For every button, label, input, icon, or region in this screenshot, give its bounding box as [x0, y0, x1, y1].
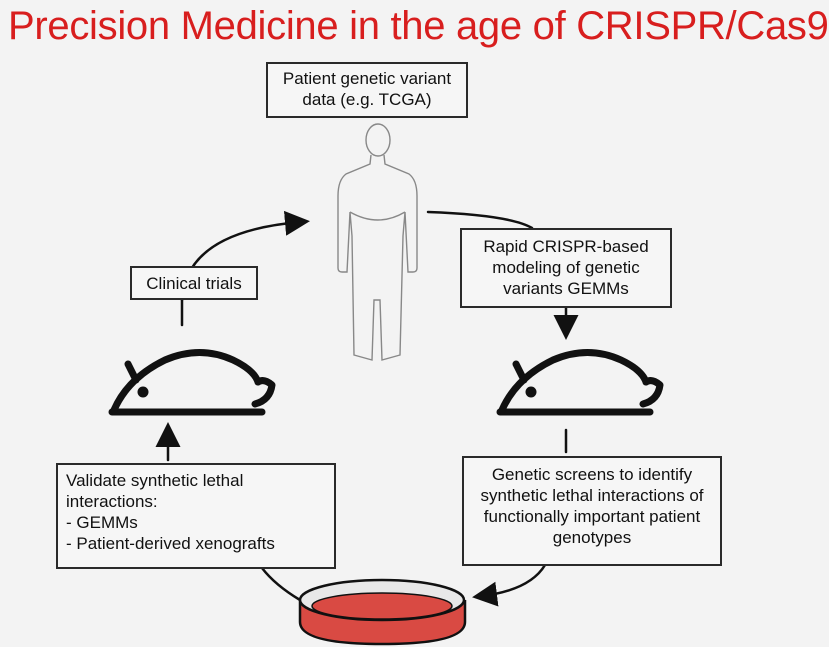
validate-heading: Validate synthetic lethal interactions:: [66, 471, 244, 511]
validate-item-xenografts: - Patient-derived xenografts: [66, 534, 275, 553]
validate-box: Validate synthetic lethal interactions: …: [56, 463, 336, 569]
validate-item-gemms: - GEMMs: [66, 513, 138, 532]
arrow-screens-to-dish: [472, 563, 547, 607]
genetic-screens-label: Genetic screens to identify synthetic le…: [480, 465, 704, 547]
patient-data-box: Patient genetic variant data (e.g. TCGA): [266, 62, 468, 118]
human-figure-icon: [337, 123, 418, 361]
clinical-trials-box: Clinical trials: [130, 266, 258, 300]
genetic-screens-box: Genetic screens to identify synthetic le…: [462, 456, 722, 566]
mouse-icon-left: [108, 349, 276, 416]
crispr-modeling-label: Rapid CRISPR-based modeling of genetic v…: [483, 237, 649, 298]
petri-dish-icon: [298, 578, 467, 646]
arrow-dish-to-validate: [260, 566, 302, 602]
diagram-artwork: [108, 123, 664, 646]
arrow-patient-to-modeling: [426, 210, 534, 230]
crispr-modeling-box: Rapid CRISPR-based modeling of genetic v…: [460, 228, 672, 308]
patient-data-label: Patient genetic variant data (e.g. TCGA): [282, 69, 452, 109]
page-title: Precision Medicine in the age of CRISPR/…: [8, 4, 829, 48]
clinical-trials-label: Clinical trials: [146, 274, 242, 293]
mouse-icon-right: [496, 349, 664, 416]
